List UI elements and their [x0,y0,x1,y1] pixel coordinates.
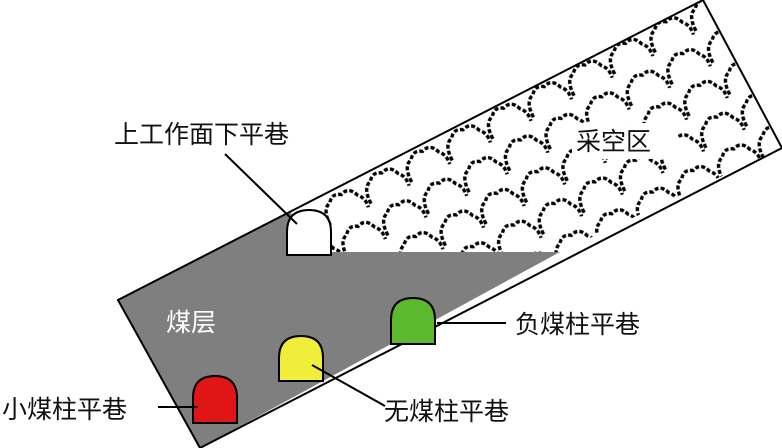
label-goaf: 采空区 [576,127,651,156]
small-pillar-roadway [192,374,238,424]
label-zero-pillar: 无煤柱平巷 [384,397,509,426]
seam-outline [116,0,782,448]
leader-zero [311,364,386,407]
goaf-label-bg [572,123,678,159]
label-negative-pillar: 负煤柱平巷 [515,310,640,339]
label-coal-seam: 煤层 [166,308,216,337]
zero-pillar-roadway [278,334,324,382]
goaf-region [290,0,782,252]
label-small-pillar: 小煤柱平巷 [2,395,127,424]
upper-roadway [286,208,332,256]
negative-pillar-roadway [390,296,436,345]
label-upper-roadway: 上工作面下平巷 [114,120,289,149]
leader-upper [224,153,298,225]
